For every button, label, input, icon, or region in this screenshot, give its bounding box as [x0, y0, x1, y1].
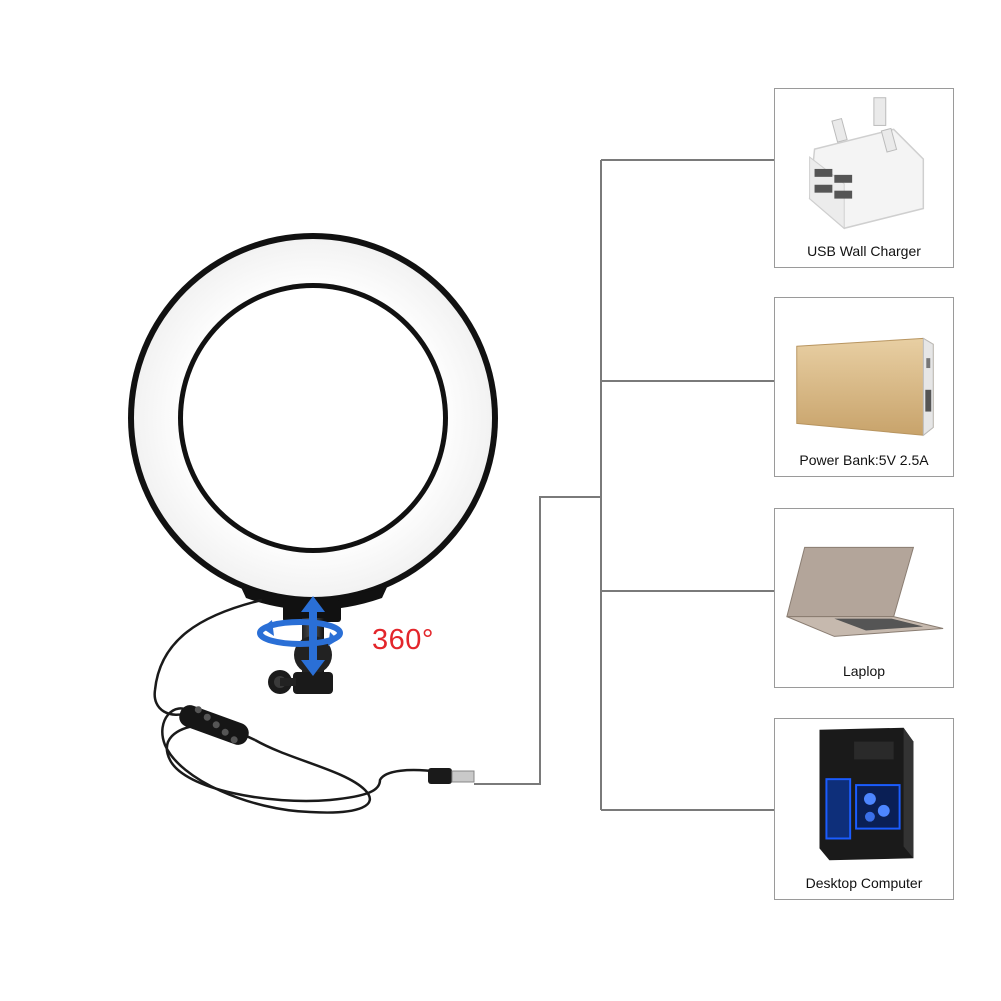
power-source-card-power-bank: Power Bank:5V 2.5A [774, 297, 954, 477]
power-source-label: Power Bank:5V 2.5A [799, 452, 929, 468]
wall-charger-icon [808, 97, 925, 230]
inline-controller [179, 705, 249, 745]
power-source-card-desktop: Desktop Computer [774, 718, 954, 900]
power-bank-icon [796, 337, 934, 437]
power-source-card-wall-charger: USB Wall Charger [774, 88, 954, 268]
power-source-label: USB Wall Charger [807, 243, 921, 259]
laptop-icon [786, 546, 944, 637]
rotation-label: 360° [372, 624, 434, 656]
connector-lines [474, 159, 774, 811]
rotation-arrows-icon [257, 596, 343, 676]
power-source-label: Laplop [842, 663, 886, 679]
ring-light [128, 233, 498, 610]
desktop-computer-icon [819, 727, 914, 861]
ball-head-mount [268, 600, 341, 694]
usb-plug-icon [428, 768, 475, 784]
power-source-label: Desktop Computer [805, 875, 923, 891]
power-source-card-laptop: Laplop [774, 508, 954, 688]
